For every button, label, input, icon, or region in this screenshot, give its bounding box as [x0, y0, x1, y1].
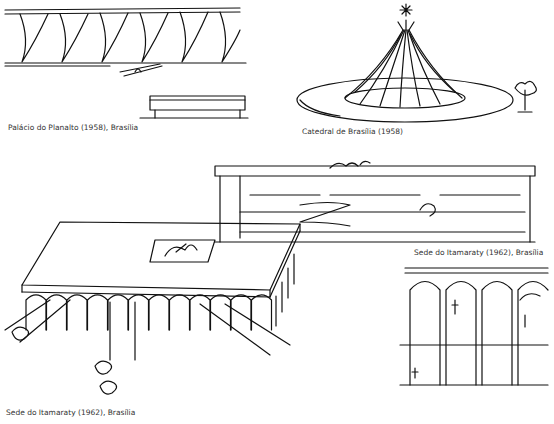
caption-label: Sede do Itamaraty (1962), Brasília — [6, 409, 135, 417]
arch-stroke — [252, 295, 272, 330]
caption-label: Sede do Itamaraty (1962), Brasília — [414, 249, 543, 257]
arch-stroke — [108, 295, 128, 330]
caption-label: Palácio do Planalto (1958), Brasília — [8, 124, 138, 132]
itamaraty-elevation — [215, 161, 535, 242]
arch-stroke — [190, 295, 210, 330]
arch-stroke — [149, 295, 169, 330]
arch-stroke — [287, 268, 288, 298]
caption-label: Catedral de Brasília (1958) — [302, 128, 403, 136]
arch-stroke — [26, 295, 46, 330]
arch-stroke — [281, 282, 282, 312]
itamaraty-arches — [400, 268, 548, 385]
arch-stroke — [170, 295, 190, 330]
arch-stroke — [293, 254, 294, 284]
arch-stroke — [88, 295, 108, 330]
arch-stroke — [129, 295, 149, 330]
arch-stroke — [275, 296, 276, 326]
arch-stroke — [231, 295, 251, 330]
planalto-sketch — [5, 8, 248, 118]
cathedral-sketch — [297, 4, 536, 122]
itamaraty-perspective — [5, 222, 300, 394]
